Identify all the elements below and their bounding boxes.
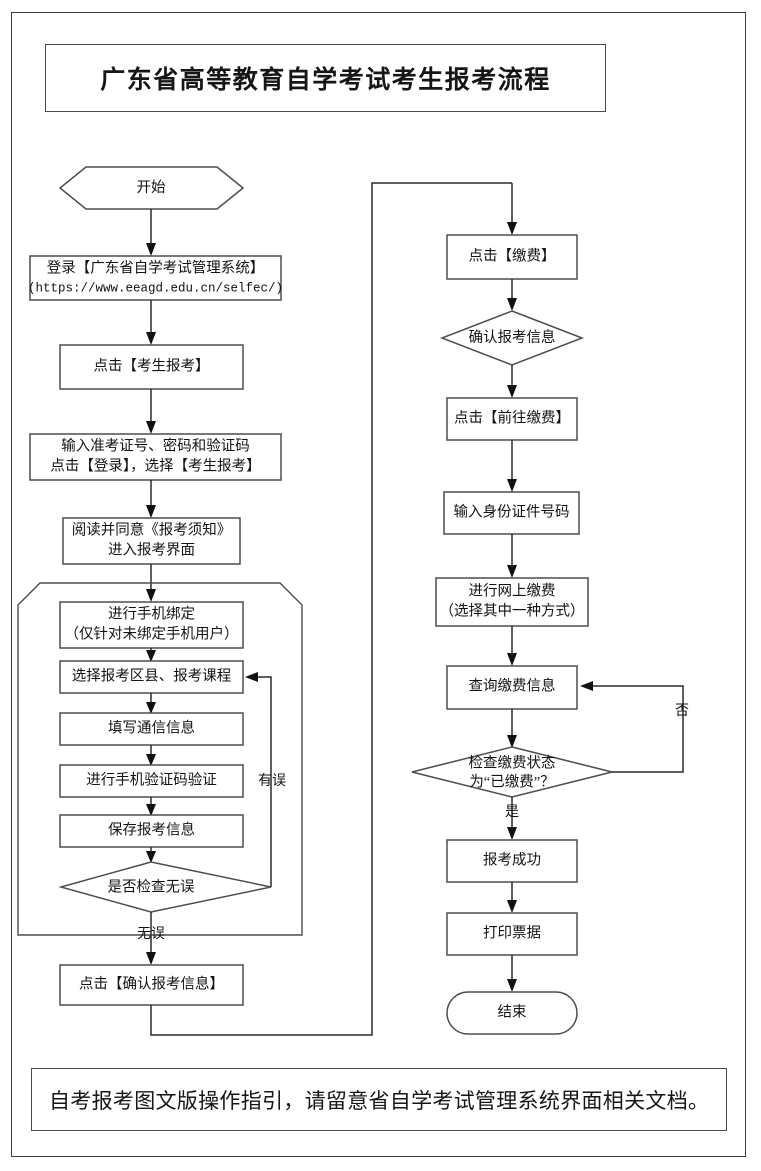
- edge-has-error-loop: 有误: [245, 672, 286, 887]
- node-check-payment-status[interactable]: 检查缴费状态 为“已缴费”？: [411, 746, 613, 798]
- node-check-no-error[interactable]: 是否检查无误: [58, 861, 272, 913]
- connector-go-pay-to-id-number: [507, 440, 517, 492]
- node-bind-phone-line1: 进行手机绑定: [108, 605, 195, 622]
- apply-steps-group-outline: [17, 582, 303, 936]
- node-fill-contact-info[interactable]: 填写通信信息: [59, 712, 244, 746]
- connector-contact-to-sms: [146, 745, 156, 766]
- node-print-receipt-label: 打印票据: [483, 924, 541, 941]
- footer-box: 自考报考图文版操作指引，请留意省自学考试管理系统界面相关文档。: [31, 1068, 727, 1131]
- node-read-agree-notice[interactable]: 阅读并同意《报考须知》 进入报考界面: [62, 517, 241, 565]
- node-enter-id-number-label: 输入身份证件号码: [454, 503, 570, 520]
- node-select-district-course-label: 选择报考区县、报考课程: [72, 667, 232, 684]
- node-apply-success-label: 报考成功: [483, 851, 541, 868]
- node-click-go-pay[interactable]: 点击【前往缴费】: [446, 397, 578, 441]
- edge-label-no-error: 无误: [137, 926, 165, 942]
- node-verify-sms-code[interactable]: 进行手机验证码验证: [59, 764, 244, 798]
- node-click-exam-apply-label: 点击【考生报考】: [94, 357, 210, 374]
- connector-query-to-check-status: [507, 709, 517, 748]
- footer-note: 自考报考图文版操作指引，请留意省自学考试管理系统界面相关文档。: [49, 1088, 710, 1113]
- connector-click-exam-apply-to-credentials: [146, 389, 156, 434]
- connector-sms-to-save: [146, 797, 156, 816]
- node-login[interactable]: 登录【广东省自学考试管理系统】 (https://www.eeagd.edu.c…: [28, 255, 283, 301]
- connector-credentials-to-notice: [146, 480, 156, 518]
- edge-payment-yes: 是: [505, 797, 519, 840]
- node-select-district-course[interactable]: 选择报考区县、报考课程: [59, 660, 244, 694]
- node-online-payment-line1: 进行网上缴费: [469, 582, 556, 599]
- node-check-payment-status-line2: 为“已缴费”？: [469, 773, 554, 790]
- node-enter-credentials-line1: 输入准考证号、密码和验证码: [61, 437, 250, 454]
- node-confirm-apply-info-2-label: 确认报考信息: [469, 329, 556, 346]
- node-fill-contact-info-label: 填写通信信息: [108, 719, 195, 736]
- node-query-payment-info-label: 查询缴费信息: [469, 677, 556, 694]
- node-confirm-apply-info[interactable]: 点击【确认报考信息】: [59, 964, 244, 1006]
- node-bind-phone[interactable]: 进行手机绑定 （仅针对未绑定手机用户）: [59, 601, 244, 649]
- connector-apply-success-to-print: [507, 882, 517, 913]
- connector-confirm-to-click-pay: [150, 182, 517, 1036]
- connector-online-payment-to-query: [507, 626, 517, 666]
- connector-bind-phone-to-select-course: [146, 648, 156, 662]
- edge-payment-no-loop: 否: [580, 681, 689, 773]
- node-bind-phone-line2: （仅针对未绑定手机用户）: [65, 625, 239, 642]
- node-start[interactable]: 开始: [58, 166, 245, 210]
- node-confirm-apply-info-2[interactable]: 确认报考信息: [439, 310, 585, 366]
- node-login-line2: (https://www.eeagd.edu.cn/selfec/): [28, 281, 283, 295]
- connector-login-to-click-exam-apply: [146, 300, 156, 345]
- connector-notice-to-bind-phone: [146, 564, 156, 602]
- connector-confirm-diamond-to-go-pay: [507, 365, 517, 398]
- node-confirm-apply-info-label: 点击【确认报考信息】: [79, 975, 224, 992]
- edge-no-error: 无误: [137, 912, 165, 965]
- node-check-payment-status-line1: 检查缴费状态: [469, 754, 556, 771]
- connector-id-number-to-online-payment: [507, 534, 517, 578]
- node-save-apply-info[interactable]: 保存报考信息: [59, 814, 244, 848]
- node-start-label: 开始: [137, 179, 166, 196]
- node-click-pay[interactable]: 点击【缴费】: [446, 234, 578, 280]
- node-read-agree-notice-line2: 进入报考界面: [108, 541, 195, 558]
- node-click-pay-label: 点击【缴费】: [469, 247, 556, 264]
- node-end[interactable]: 结束: [446, 991, 578, 1035]
- title-box: 广东省高等教育自学考试考生报考流程: [45, 44, 606, 112]
- node-login-line1: 登录【广东省自学考试管理系统】: [47, 259, 265, 276]
- node-click-exam-apply[interactable]: 点击【考生报考】: [59, 344, 244, 390]
- edge-label-payment-yes: 是: [505, 805, 519, 820]
- connector-select-course-to-contact: [146, 693, 156, 714]
- edge-label-has-error: 有误: [258, 773, 286, 789]
- page-title: 广东省高等教育自学考试考生报考流程: [100, 67, 551, 94]
- node-print-receipt[interactable]: 打印票据: [446, 912, 578, 956]
- connector-save-to-check: [146, 847, 156, 863]
- node-click-go-pay-label: 点击【前往缴费】: [454, 409, 570, 426]
- connector-start-to-login: [146, 209, 156, 256]
- node-check-no-error-label: 是否检查无误: [108, 878, 195, 895]
- node-save-apply-info-label: 保存报考信息: [108, 821, 195, 838]
- edge-label-payment-no: 否: [675, 704, 689, 719]
- node-verify-sms-code-label: 进行手机验证码验证: [86, 771, 217, 788]
- node-enter-credentials[interactable]: 输入准考证号、密码和验证码 点击【登录】，选择【考生报考】: [29, 433, 282, 481]
- connector-print-to-end: [507, 955, 517, 992]
- node-end-label: 结束: [498, 1003, 527, 1020]
- node-online-payment[interactable]: 进行网上缴费 （选择其中一种方式）: [435, 577, 589, 627]
- node-apply-success[interactable]: 报考成功: [446, 839, 578, 883]
- node-query-payment-info[interactable]: 查询缴费信息: [446, 665, 578, 710]
- node-online-payment-line2: （选择其中一种方式）: [440, 602, 585, 619]
- node-enter-id-number[interactable]: 输入身份证件号码: [443, 491, 580, 535]
- node-read-agree-notice-line1: 阅读并同意《报考须知》: [72, 520, 232, 538]
- connector-click-pay-to-confirm-diamond: [507, 279, 517, 311]
- node-enter-credentials-line2: 点击【登录】，选择【考生报考】: [50, 457, 260, 474]
- page-outer-frame: [11, 12, 746, 1157]
